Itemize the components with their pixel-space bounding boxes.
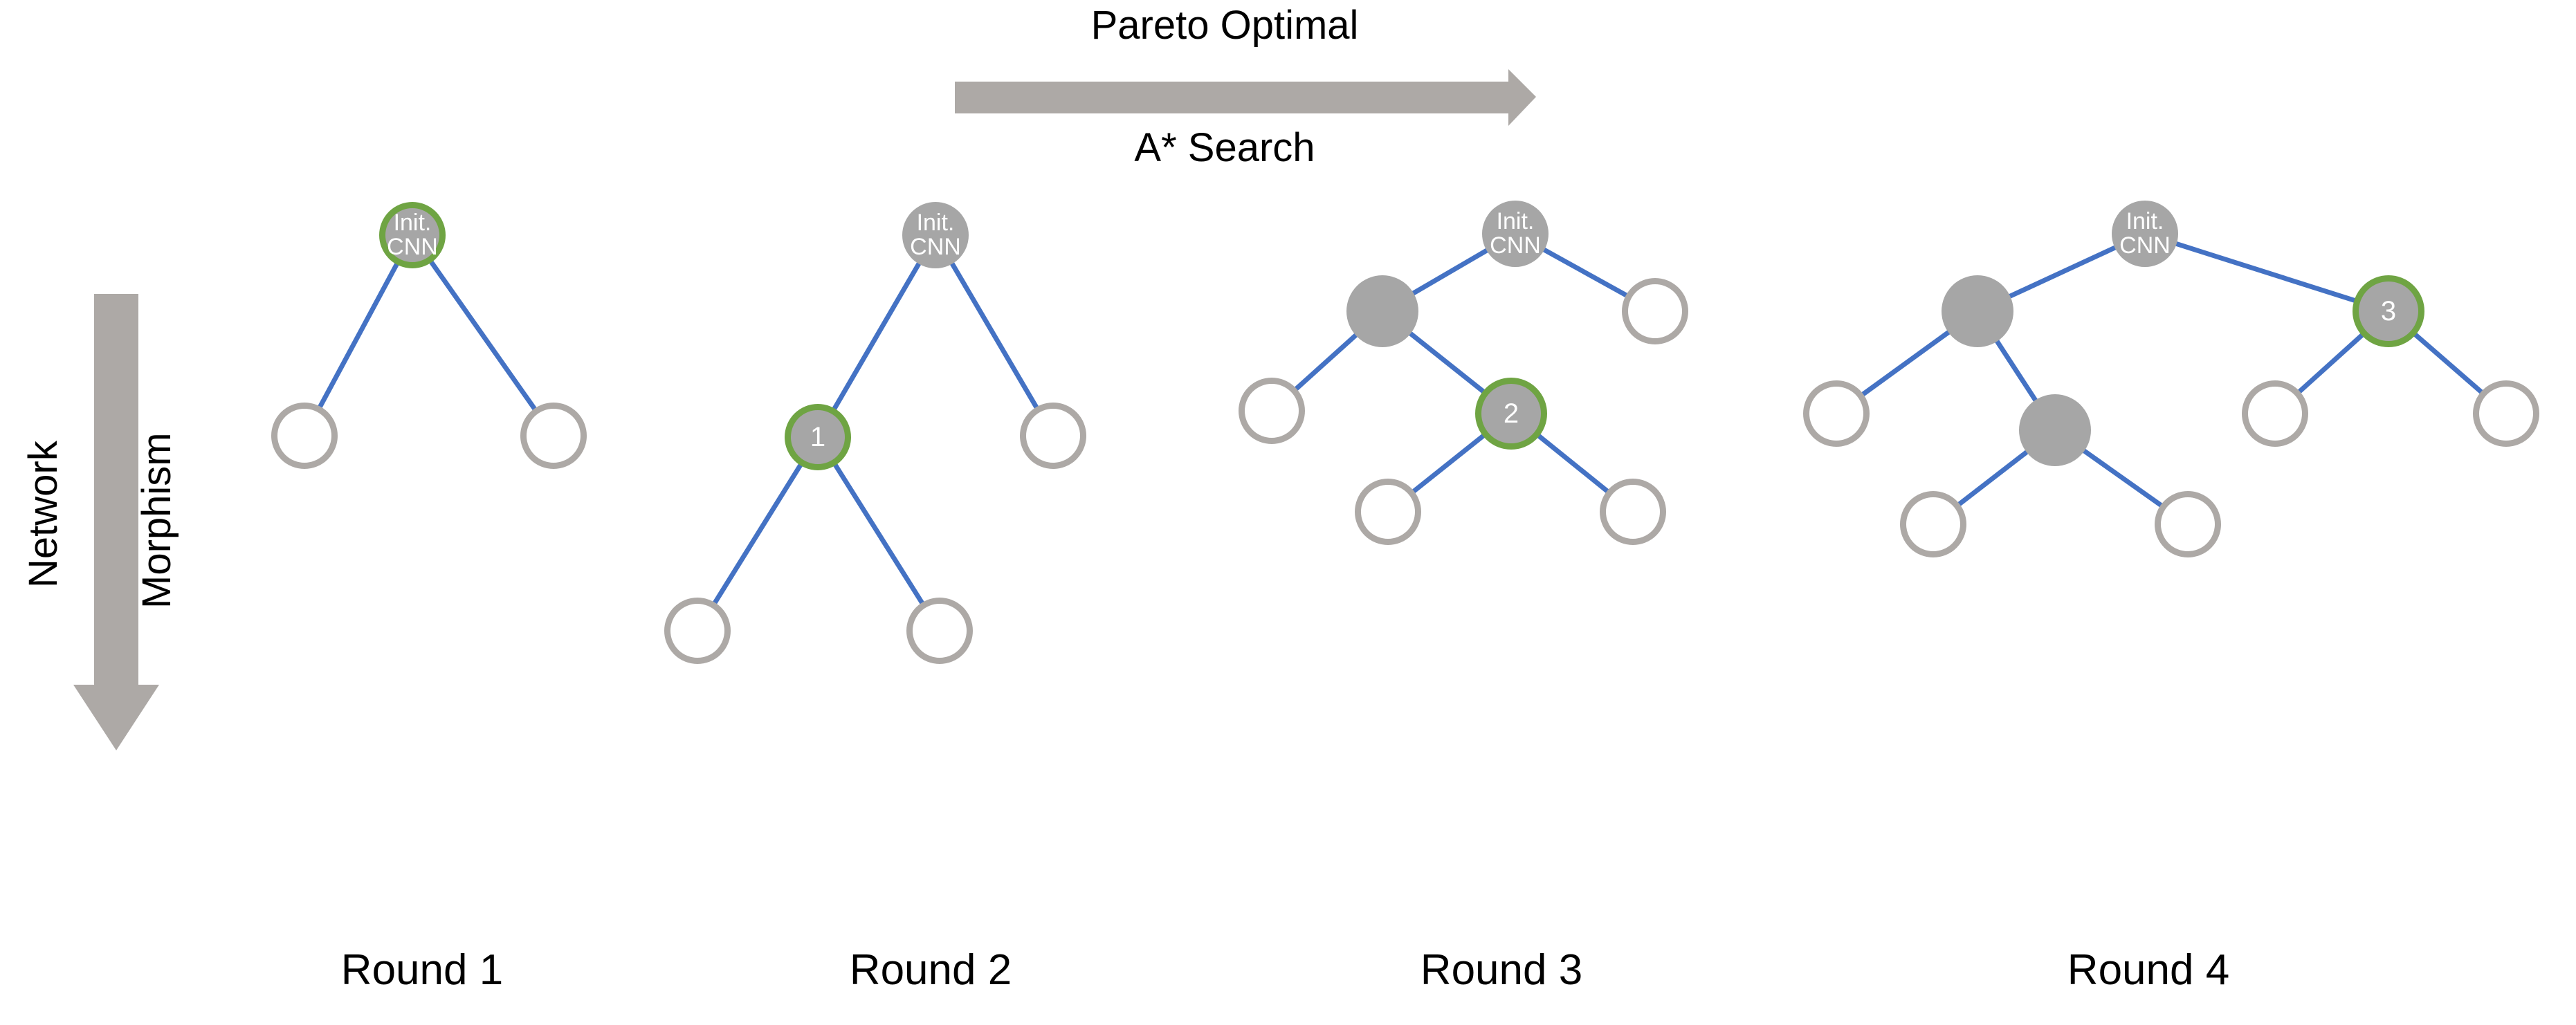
tree-node-r4-ll[interactable] [1803,380,1870,447]
tree-node-r3-root[interactable]: Init. CNN [1482,201,1549,267]
tree-edge [1859,329,1953,398]
tree-node-r1-right[interactable] [520,403,587,469]
round-caption-3: Round 3 [1420,946,1583,994]
tree-edge [428,259,538,412]
tree-node-label: 1 [810,421,826,452]
tree-edge [2412,331,2485,396]
tree-node-r1-left[interactable] [271,403,338,469]
down-arrow-icon [73,294,159,750]
round-caption-4: Round 4 [2067,946,2230,994]
tree-node-r3-ll[interactable] [1239,378,1305,444]
pareto-search-arrow-group: Pareto Optimal A* Search [948,0,1543,187]
tree-edge [711,461,804,607]
tree-node-label: Init. CNN [2119,208,2171,259]
round-caption-2: Round 2 [849,946,1012,994]
tree-edge [1410,432,1487,495]
tree-node-r3-right[interactable] [1622,278,1688,344]
tree-node-label: Init. CNN [387,210,438,260]
tree-edge [832,461,926,607]
tree-node-r2-ll[interactable] [664,598,731,664]
tree-edge [949,260,1040,411]
tree-node-r3-nl[interactable] [1355,479,1421,545]
tree-node-r4-rr[interactable] [2473,380,2539,447]
tree-edge [317,261,400,410]
tree-node-r1-root[interactable]: Init. CNN [379,202,446,268]
tree-edge [2296,331,2366,395]
morphism-label: Morphism [134,432,179,609]
tree-node-r2-n1[interactable]: 1 [785,404,851,470]
tree-node-r4-left[interactable] [1942,275,2013,347]
round-caption-1: Round 1 [340,946,504,994]
tree-edge [2081,447,2164,508]
tree-edge [1993,338,2039,404]
tree-edge [1955,449,2030,508]
tree-node-label: 3 [2380,295,2397,326]
tree-node-r4-lml[interactable] [1900,491,1966,557]
tree-node-label: 2 [1503,398,1519,429]
right-arrow-icon [955,69,1536,126]
tree-edge [1535,432,1611,495]
tree-node-r2-lr[interactable] [906,598,973,664]
network-label: Network [21,441,66,588]
tree-edge [1407,330,1487,395]
tree-node-r2-right[interactable] [1020,403,1086,469]
pareto-optimal-label: Pareto Optimal [1090,3,1359,48]
tree-node-r4-n3[interactable]: 3 [2353,275,2424,347]
tree-edge [831,260,922,412]
tree-node-label: Init. CNN [910,210,961,260]
tree-node-label: Init. CNN [1490,208,1541,259]
tree-node-r4-root[interactable]: Init. CNN [2112,201,2178,267]
tree-edge [1292,331,1360,392]
tree-node-r3-nr[interactable] [1600,479,1666,545]
tree-node-r4-lmr[interactable] [2155,491,2221,557]
network-morphism-arrow-group: Network Morphism [0,290,235,775]
tree-edge [1540,246,1630,299]
tree-node-r3-left[interactable] [1346,275,1418,347]
tree-edge [1409,247,1490,297]
tree-node-r4-rl[interactable] [2242,380,2308,447]
astar-search-label: A* Search [1134,125,1315,170]
tree-node-r3-n2[interactable]: 2 [1475,378,1547,450]
tree-node-r2-root[interactable]: Init. CNN [902,202,969,268]
tree-edge [2173,241,2358,304]
tree-edge [2006,244,2119,299]
tree-node-r4-lm[interactable] [2019,394,2091,466]
